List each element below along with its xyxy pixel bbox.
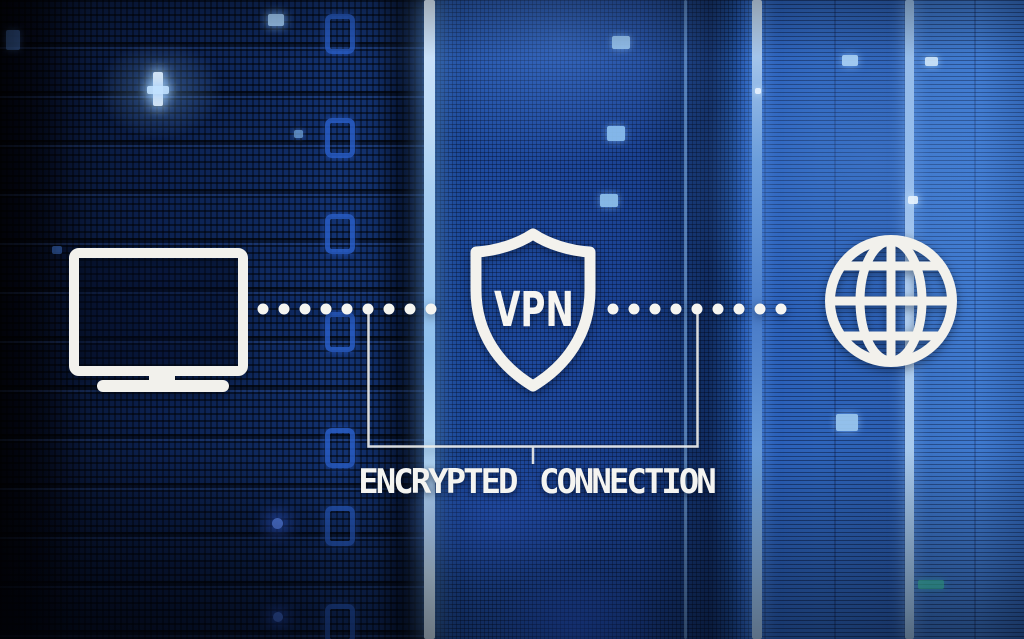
computer-monitor-icon <box>69 248 248 392</box>
encryption-bracket <box>367 313 699 464</box>
vpn-shield-icon: VPN <box>470 228 596 392</box>
vpn-label: VPN <box>494 282 574 338</box>
encrypted-connection-label: ENCRYPTED CONNECTION <box>358 462 716 502</box>
globe-icon <box>825 235 957 367</box>
